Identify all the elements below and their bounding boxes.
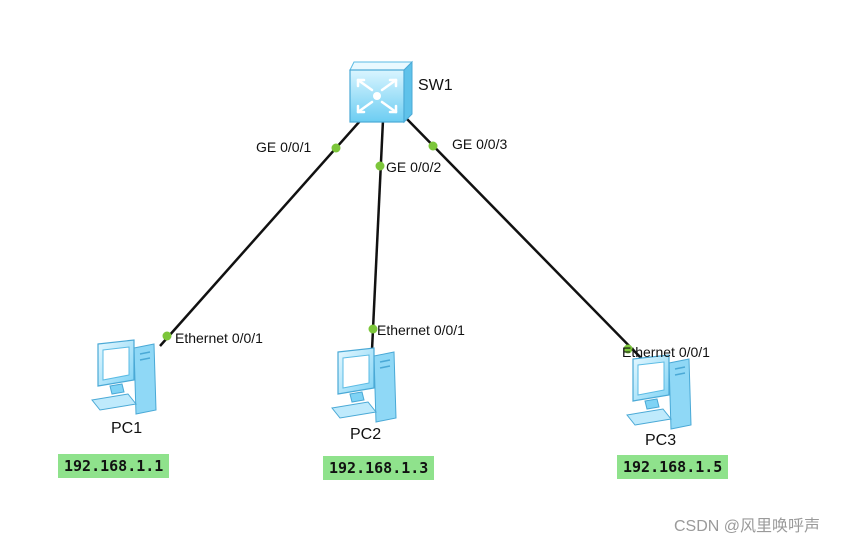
switch-port-label-ge002: GE 0/0/2 <box>386 159 442 175</box>
pc2-port-label: Ethernet 0/0/1 <box>377 322 465 338</box>
link-sw1-pc3[interactable] <box>403 115 644 361</box>
pc1-name-label: PC1 <box>111 420 143 437</box>
port-dot[interactable] <box>368 324 378 334</box>
switch-port-label-ge003: GE 0/0/3 <box>452 136 508 152</box>
port-dots <box>162 141 633 354</box>
pc3-name-label: PC3 <box>645 432 677 449</box>
switch-name-label: SW1 <box>418 77 453 94</box>
pc2-name-label: PC2 <box>350 426 382 443</box>
watermark: CSDN @风里唤呼声 <box>674 518 821 535</box>
network-switch-icon[interactable] <box>349 60 413 124</box>
port-dot[interactable] <box>162 331 172 341</box>
pc-icon[interactable] <box>91 339 157 415</box>
link-sw1-pc2[interactable] <box>370 119 385 351</box>
pc3-ip-label: 192.168.1.5 <box>617 455 729 479</box>
pc2-ip-label: 192.168.1.3 <box>323 456 435 480</box>
port-dot[interactable] <box>428 141 438 151</box>
pc-icon[interactable] <box>331 347 397 423</box>
pc1-ip-label: 192.168.1.1 <box>58 454 170 478</box>
pc3-port-label: Ethernet 0/0/1 <box>622 344 710 360</box>
pc1-port-label: Ethernet 0/0/1 <box>175 330 263 346</box>
pc-icon[interactable] <box>626 354 692 430</box>
switch-port-label-ge001: GE 0/0/1 <box>256 139 312 155</box>
port-dot[interactable] <box>331 143 341 153</box>
port-dot[interactable] <box>375 161 385 171</box>
port-dot[interactable] <box>623 344 633 354</box>
